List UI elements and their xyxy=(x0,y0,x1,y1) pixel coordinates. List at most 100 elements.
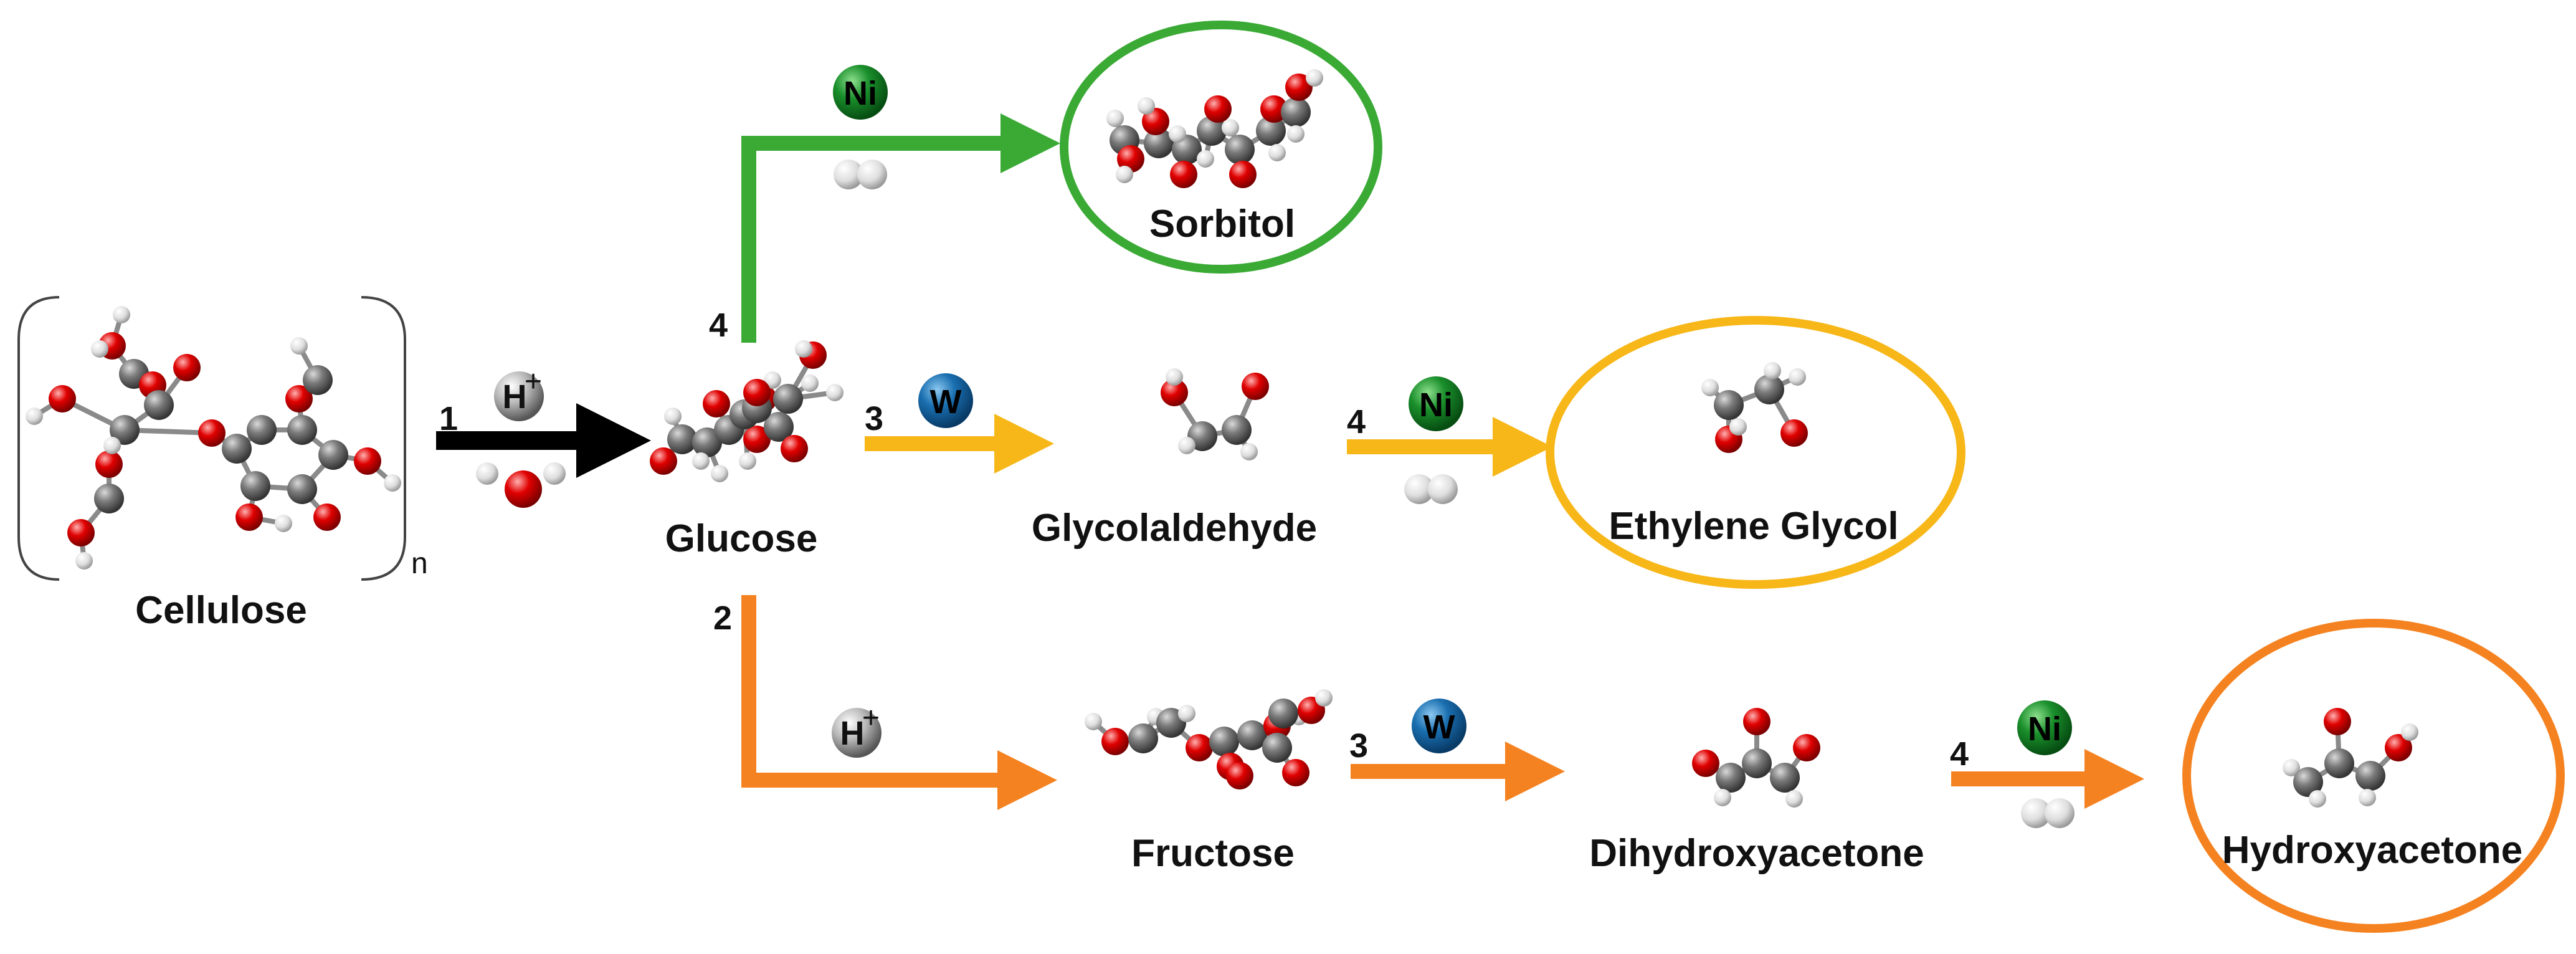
oxygen-atom xyxy=(1161,379,1188,406)
carbon-atom xyxy=(1742,748,1772,778)
carbon-atom xyxy=(764,412,794,442)
oxygen-atom xyxy=(1743,708,1770,735)
arrow-glucose-to-fructose xyxy=(741,595,1057,810)
carbon-atom xyxy=(2324,748,2354,778)
hydrogen-atom xyxy=(1178,437,1195,454)
sorbitol-label: Sorbitol xyxy=(1149,203,1295,246)
oxygen-atom xyxy=(1204,95,1232,123)
glucose-molecule-model xyxy=(650,340,844,482)
carbon-atom xyxy=(222,434,252,464)
ethylene-glycol-label: Ethylene Glycol xyxy=(1609,505,1898,548)
svg-text:H: H xyxy=(503,378,527,416)
h-plus-catalyst-badge-hydrolysis: H + xyxy=(494,365,544,421)
oxygen-atom xyxy=(743,379,771,406)
step-number-glycolaldehyde-to-eg: 4 xyxy=(1347,403,1366,441)
glycolaldehyde-label: Glycolaldehyde xyxy=(1032,507,1317,550)
hydrogen-atom xyxy=(1178,705,1195,722)
hydrogen-atom xyxy=(1764,362,1781,379)
sorbitol-molecule-model xyxy=(1106,69,1323,188)
carbon-atom xyxy=(1770,763,1800,793)
arrow-glucose-to-sorbitol xyxy=(741,113,1060,343)
oxygen-atom xyxy=(1101,728,1129,755)
hydroxyacetone-molecule-model xyxy=(2283,708,2418,808)
svg-text:W: W xyxy=(930,383,962,421)
hydrogen-atom xyxy=(801,374,819,392)
oxygen-atom xyxy=(235,503,263,531)
svg-text:H: H xyxy=(840,715,865,752)
oxygen-atom xyxy=(781,435,808,462)
glucose-label: Glucose xyxy=(665,517,818,560)
carbon-atom xyxy=(1209,727,1239,756)
w-catalyst-badge-dihydroxyacetone: W xyxy=(1412,699,1466,753)
carbon-atom xyxy=(1281,97,1311,127)
hydrogen-atom xyxy=(692,452,710,470)
step-number-to-sorbitol: 4 xyxy=(709,307,728,344)
step-number-dha-to-hydroxyacetone: 4 xyxy=(1950,735,1969,773)
hydrogen-atom xyxy=(1085,713,1102,730)
hydrogen-atom xyxy=(1268,144,1286,161)
carbon-atom xyxy=(1222,415,1252,445)
carbon-atom xyxy=(1256,116,1286,146)
ethylene-glycol-molecule-model xyxy=(1701,362,1808,453)
hydrogen-atom xyxy=(1789,368,1806,386)
hydroxyacetone-label: Hydroxyacetone xyxy=(2222,829,2522,872)
carbon-atom xyxy=(2293,767,2323,797)
hydrogen-atom xyxy=(91,340,108,358)
oxygen-atom xyxy=(67,519,95,546)
oxygen-atom xyxy=(49,385,76,413)
hydrogen-atom xyxy=(1714,789,1731,806)
oxygen-atom xyxy=(2385,734,2412,761)
oxygen-atom xyxy=(285,385,313,413)
carbon-atom xyxy=(110,415,140,445)
hydrogen-atom xyxy=(2283,759,2300,776)
oxygen-atom xyxy=(1170,161,1197,188)
carbon-atom xyxy=(692,427,722,457)
hydrogen-atom xyxy=(275,515,292,532)
hydrogen-atom xyxy=(1116,166,1133,183)
carbon-atom xyxy=(1237,720,1267,750)
svg-text:+: + xyxy=(525,365,542,398)
hydrogen-atom xyxy=(1222,119,1239,136)
oxygen-atom xyxy=(198,419,226,447)
hydrogen-atom xyxy=(1197,150,1214,168)
cellulose-molecule-model xyxy=(26,306,401,570)
oxygen-atom xyxy=(95,451,123,478)
fructose-label: Fructose xyxy=(1131,832,1295,875)
carbon-atom xyxy=(667,424,697,454)
svg-text:Ni: Ni xyxy=(2028,710,2061,748)
hydrogen-molecule-icon-sorbitol xyxy=(834,160,887,189)
oxygen-atom xyxy=(743,426,771,453)
oxygen-atom xyxy=(1260,95,1288,123)
svg-text:Ni: Ni xyxy=(844,75,877,112)
hydrogen-atom xyxy=(2309,790,2326,808)
dihydroxyacetone-molecule-model xyxy=(1692,708,1820,808)
oxygen-atom xyxy=(173,354,201,381)
hydrogen-atom xyxy=(1240,443,1258,460)
carbon-atom xyxy=(1128,723,1158,753)
oxygen-atom xyxy=(2324,708,2351,735)
oxygen-atom xyxy=(703,390,730,417)
hydrogen-atom xyxy=(1306,69,1323,87)
hydrogen-atom xyxy=(664,408,682,425)
oxygen-atom xyxy=(1226,762,1253,789)
glycolaldehyde-molecule-model xyxy=(1161,368,1269,460)
hydrogen-atom xyxy=(75,552,93,570)
step-number-glucose-to-glycolaldehyde: 3 xyxy=(865,400,883,437)
ni-catalyst-badge-hydroxyacetone: Ni xyxy=(2017,700,2072,755)
carbon-atom xyxy=(2355,761,2385,791)
carbon-atom xyxy=(94,484,124,513)
oxygen-atom xyxy=(313,503,341,531)
hydrogen-molecule-icon-ethylene-glycol xyxy=(1404,474,1458,504)
hydrogen-atom xyxy=(1169,125,1186,143)
oxygen-atom xyxy=(354,447,381,475)
carbon-atom xyxy=(1225,135,1255,165)
carbon-atom xyxy=(144,390,174,420)
cellulose-repeat-subscript: n xyxy=(411,547,428,580)
fructose-molecule-model xyxy=(1085,689,1333,789)
hydrogen-atom xyxy=(2359,789,2376,806)
step-number-fructose-to-dha: 3 xyxy=(1349,727,1368,765)
carbon-atom xyxy=(773,384,803,414)
hydrogen-atom xyxy=(113,306,130,323)
hydrogen-atom xyxy=(1106,110,1124,127)
